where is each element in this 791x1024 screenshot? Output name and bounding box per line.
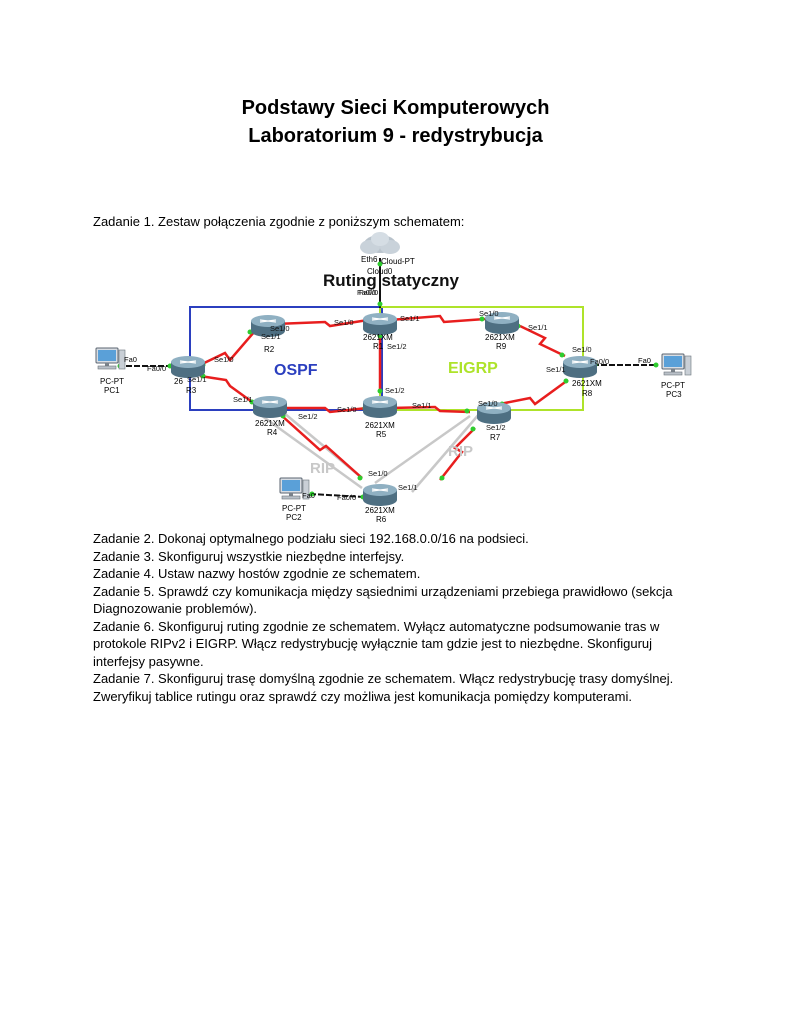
port-r1-se11: Se1/1 [400, 314, 420, 323]
router-r3-model: 26 [174, 377, 183, 386]
router-r8-name: R8 [582, 389, 593, 398]
router-r6-model: 2621XM [365, 506, 395, 515]
pc1-type: PC-PT [100, 377, 124, 386]
router-r6-icon [362, 483, 398, 507]
port-r4-se12: Se1/2 [298, 412, 318, 421]
port-r5-se10: Se1/0 [337, 405, 357, 414]
task-line: Zweryfikuj tablice rutingu oraz sprawdź … [93, 688, 632, 704]
port-r8-se10: Se1/0 [572, 345, 592, 354]
pc2-port: Fa0 [302, 491, 315, 500]
rip-left-label: RIP [310, 460, 335, 477]
pc2-type: PC-PT [282, 504, 306, 513]
port-r2-se10: Se1/0 [270, 324, 290, 333]
pc3-port: Fa0 [638, 356, 651, 365]
port-r2-se11: Se1/1 [261, 332, 281, 341]
pc3-name: PC3 [666, 390, 682, 399]
router-r7-name: R7 [490, 433, 501, 442]
static-routing-label: Ruting statyczny [323, 271, 460, 290]
port-r9-se10: Se1/0 [479, 309, 499, 318]
pc1-port: Fa0 [124, 355, 137, 364]
router-r4-model: 2621XM [255, 419, 285, 428]
task-line: Zadanie 6. Skonfiguruj ruting zgodnie ze… [93, 618, 660, 634]
task-line: Zadanie 5. Sprawdź czy komunikacja międz… [93, 583, 673, 599]
task-line: protokole RIPv2 i EIGRP. Włącz redystryb… [93, 636, 653, 651]
task-line: Zadanie 7. Skonfiguruj trasę domyślną zg… [93, 671, 674, 686]
cloud-label-3: Cloud0 [367, 267, 393, 276]
serial-links [199, 314, 569, 481]
pc1-name: PC1 [104, 386, 120, 395]
router-r4-icon [252, 395, 288, 419]
task-line: Zadanie 2. Dokonaj optymalnego podziału … [93, 531, 529, 546]
task-line: Zadanie 4. Ustaw nazwy hostów zgodnie ze… [93, 566, 421, 581]
port-r1-fa00: Fa0/0 [357, 288, 376, 297]
port-r9-se11: Se1/1 [528, 323, 548, 332]
router-r5-name: R5 [376, 430, 387, 439]
rip-right-label: RIP [448, 443, 473, 460]
cloud-port-label: Fa0/0 [359, 288, 378, 297]
port-r5-se11: Se1/1 [412, 401, 432, 410]
cloud-icon [360, 232, 400, 254]
document-title-line-1: Podstawy Sieci Komputerowych [241, 97, 550, 119]
router-r5-icon [362, 395, 398, 419]
port-r3-fa00: Fa0/0 [147, 364, 166, 373]
cloud-label-1: Eth6 [361, 255, 378, 264]
router-r8-model: 2621XM [572, 379, 602, 388]
eigrp-label: EIGRP [448, 360, 498, 377]
port-r7-se10: Se1/0 [478, 399, 498, 408]
router-r1-icon [362, 312, 398, 336]
port-r1-se12: Se1/2 [387, 342, 407, 351]
router-r3-name: R3 [186, 386, 197, 395]
router-r4-name: R4 [267, 428, 278, 437]
ethernet-links [118, 364, 658, 498]
port-r3-se10: Se1/0 [214, 355, 234, 364]
ospf-label: OSPF [274, 362, 318, 379]
network-topology-diagram: Eth6 Cloud-PT Cloud0 Fa0/0 Ruting statyc… [95, 232, 692, 524]
port-r1-se10: Se1/0 [334, 318, 354, 327]
task-line: interfejsy pasywne. [93, 653, 204, 669]
port-r4-se11: Se1/1 [233, 395, 253, 404]
router-r2-name: R2 [264, 345, 275, 354]
port-r7-se12: Se1/2 [486, 423, 506, 432]
router-r1-model: 2621XM [363, 333, 393, 342]
pc3-icon [661, 353, 692, 376]
pc3-type: PC-PT [661, 381, 685, 390]
port-r5-se12: Se1/2 [385, 386, 405, 395]
pc1-icon [95, 347, 126, 370]
task-line: Zadanie 3. Skonfiguruj wszystkie niezbęd… [93, 548, 405, 564]
document-title-line-2: Laboratorium 9 - redystrybucja [248, 125, 543, 147]
pc2-name: PC2 [286, 513, 302, 522]
port-r8-se11: Se1/1 [546, 365, 566, 374]
router-r1-name: R1 [373, 342, 384, 351]
port-r8-fa00: Fa0/0 [590, 357, 609, 366]
cloud-label-2: Cloud-PT [381, 257, 415, 266]
task-list: Zadanie 2. Dokonaj optymalnego podziału … [93, 530, 713, 705]
router-r6-name: R6 [376, 515, 387, 524]
port-r3-se11: Se1/1 [187, 375, 207, 384]
port-r6-se10: Se1/0 [368, 469, 388, 478]
router-r5-model: 2621XM [365, 421, 395, 430]
router-r9-model: 2621XM [485, 333, 515, 342]
router-r9-name: R9 [496, 342, 507, 351]
task-line: Diagnozowanie problemów). [93, 601, 258, 616]
port-r6-se11: Se1/1 [398, 483, 418, 492]
port-r6-fa00: Fa0/0 [337, 493, 356, 502]
task-1-text: Zadanie 1. Zestaw połączenia zgodnie z p… [93, 214, 465, 229]
